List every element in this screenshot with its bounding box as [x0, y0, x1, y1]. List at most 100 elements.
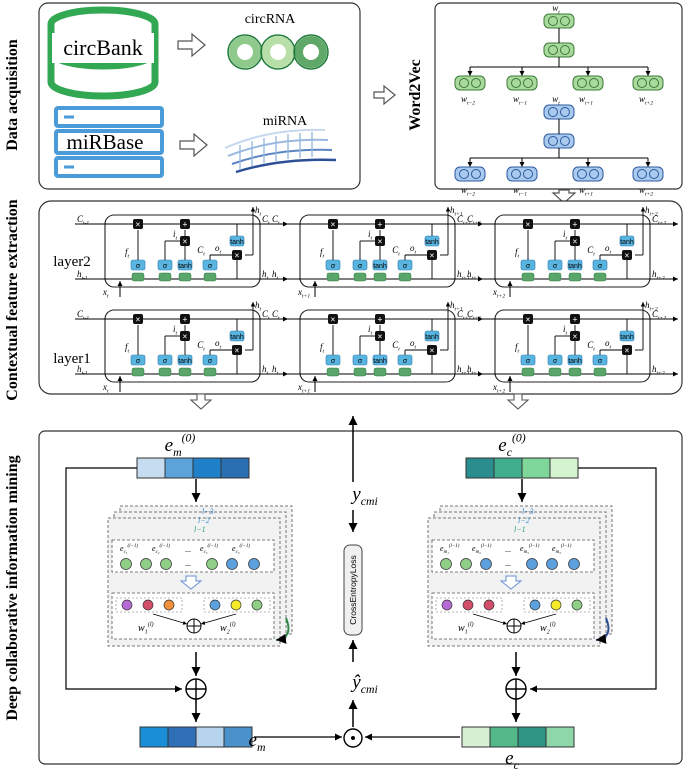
ec-embedding-bar [461, 726, 575, 748]
residual-skip-line [65, 467, 182, 693]
forget-gate-label: σ [136, 263, 141, 270]
neighbor-entity-label-sub: m₃ [524, 550, 530, 555]
embedding-cell [489, 726, 519, 748]
output-gate-tag-sub: t [219, 344, 221, 350]
forget-gate-tag-sub: t [127, 253, 129, 259]
aggregated-node [483, 599, 495, 611]
forget-gate-tag-base: f [515, 247, 519, 257]
input-weight-node [398, 367, 412, 377]
tanh-gate-label: tanh [425, 334, 439, 341]
ec-label-base: e [505, 748, 513, 769]
h-output-label-sub: t+1 [462, 370, 470, 376]
neighbor-box [111, 539, 275, 573]
neighbor-node [248, 558, 260, 570]
h-top-label-sub: t [260, 211, 262, 217]
forget-mult-box [133, 219, 143, 229]
neighbor-entity-label-base: e [552, 544, 556, 553]
context-node-pill [543, 133, 575, 149]
hollow-down-arrow-icon [189, 393, 213, 410]
hollow-down-arrow-icon [551, 189, 577, 204]
em0-label: em(0) [165, 432, 196, 459]
c-output-label-sub: t [268, 315, 270, 321]
c-input-label-sub: t [278, 315, 280, 321]
embedding-cell [164, 457, 194, 479]
em-embedding-bar [139, 726, 253, 748]
h-top-label-base: h [255, 205, 260, 215]
context-node-pill [543, 42, 575, 58]
h-output-label-sub: t+2 [657, 275, 665, 281]
h-input-label-base: h [272, 269, 277, 279]
h-top-label-base: h [450, 205, 455, 215]
x-input-label: xt+1 [297, 382, 310, 394]
neighbor-entity-label-sup: (l−1) [239, 544, 250, 549]
ec0-label-base: e [498, 435, 506, 456]
cell-add-box [570, 219, 580, 229]
word2vec-leaf-label-sub: t+2 [645, 100, 653, 106]
x-input-label-base: x [102, 382, 107, 392]
input-weight-node [548, 272, 562, 282]
c-input-label-sub: t+1 [473, 315, 481, 321]
x-input-label-sub: t+2 [497, 293, 505, 299]
em-label: em [249, 730, 266, 754]
y-cmi-label-base: y [350, 484, 361, 505]
aggregated-node [163, 599, 175, 611]
neighbor-entity-label-sub: c₁ [124, 550, 128, 555]
h-top-label-base: h [645, 205, 650, 215]
output-gate-tag-base: o [410, 338, 415, 348]
c-input-label-sub: t [278, 220, 280, 226]
x-input-label: xt [102, 287, 109, 299]
h-top-label-base: h [645, 300, 650, 310]
ec0-label-sub: c [507, 446, 513, 459]
h-output-label: ht [262, 269, 269, 281]
output-gate-tag: ot [215, 243, 222, 255]
neighbor-entity-label: em₁(l−1) [440, 544, 460, 555]
c-input-label: Ct+1 [467, 309, 481, 321]
embedding-cell [461, 726, 491, 748]
neighbor-entity-label-sup: (l−1) [481, 544, 492, 549]
c-output-label-base: C [262, 309, 269, 319]
forget-mult-box [328, 219, 338, 229]
input-mult-box [570, 236, 580, 246]
word2vec-box [434, 2, 683, 190]
embedding-cell [521, 457, 551, 479]
forget-gate-tag: ft [320, 247, 325, 259]
input-mult-symbol: × [377, 332, 382, 342]
input-weight-node [178, 367, 192, 377]
hollow-down-arrow-icon [499, 575, 523, 590]
output-mult-symbol: × [234, 251, 239, 261]
layer1-label: layer1 [53, 351, 90, 367]
x-input-label: xt+1 [297, 287, 310, 299]
leaf-node-pill [572, 166, 604, 182]
hollow-down-arrow-icon [179, 575, 203, 590]
input-gate-label: σ [358, 358, 363, 365]
c-input-label: Ct-1 [77, 309, 89, 321]
candidate-tag-base: C [587, 245, 594, 255]
input-weight-node [593, 367, 607, 377]
forget-mult-box [133, 314, 143, 324]
neighbor-entity-label-base: e [120, 544, 124, 553]
input-mult-box [180, 236, 190, 246]
neighbor-entity-label: ec₂(l−1) [152, 544, 170, 555]
c-input-label: Ct [272, 309, 280, 321]
embedding-cell [139, 726, 169, 748]
output-gate-label: σ [403, 263, 408, 270]
forget-mult-symbol: × [330, 220, 335, 230]
neighbor-node [460, 558, 472, 570]
embedding-cell [192, 457, 222, 479]
forget-gate-tag-sub: t [127, 348, 129, 354]
weight-w2-label-sup: (l) [230, 621, 236, 628]
h-output-label-sub: t [267, 370, 269, 376]
forget-gate-tag-sub: t [517, 253, 519, 259]
h-top-label-base: h [450, 300, 455, 310]
h-top-label: ht+2 [645, 300, 658, 312]
output-gate-tag: ot [605, 243, 612, 255]
input-gate-tag-base: i [368, 324, 371, 334]
x-input-label-base: x [297, 287, 302, 297]
output-gate-tag-base: o [215, 338, 220, 348]
forget-gate-tag-base: f [320, 342, 324, 352]
word2vec-leaf-label-sub: t+1 [585, 100, 593, 106]
aggregated-node [209, 599, 221, 611]
forget-mult-symbol: × [330, 315, 335, 325]
h-output-label-base: h [262, 269, 267, 279]
